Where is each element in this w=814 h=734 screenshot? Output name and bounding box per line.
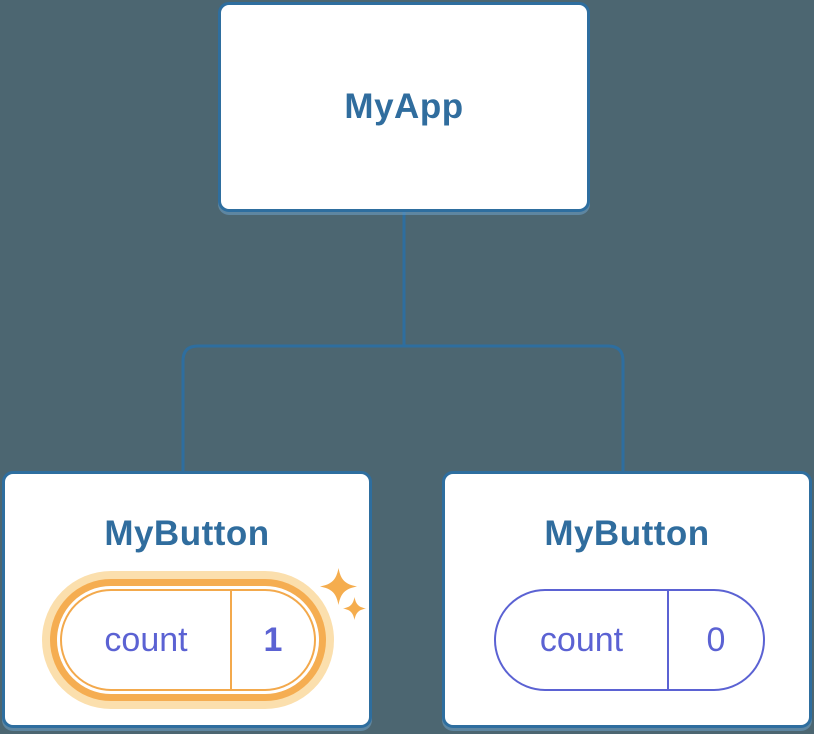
node-label-myapp: MyApp [344,87,464,126]
component-node-myapp: MyApp [218,2,590,212]
node-label-mybutton-left: MyButton [104,514,270,553]
connector-branch-elbow [181,344,625,472]
state-pill-highlighted: count 1 [60,589,316,691]
state-value: 0 [706,620,726,659]
node-label-mybutton-right: MyButton [544,514,710,553]
state-name: count [104,620,188,659]
component-node-mybutton-right: MyButton count 0 [442,471,812,728]
state-value: 1 [263,620,283,659]
sparkle-icon-small [343,597,366,620]
component-node-mybutton-left: MyButton count 1 [2,471,372,728]
state-pill-plain: count 0 [494,589,765,691]
pill-divider [230,591,232,689]
state-name: count [539,620,624,659]
sparkle-icon-large [320,568,357,605]
pill-divider [667,591,669,689]
